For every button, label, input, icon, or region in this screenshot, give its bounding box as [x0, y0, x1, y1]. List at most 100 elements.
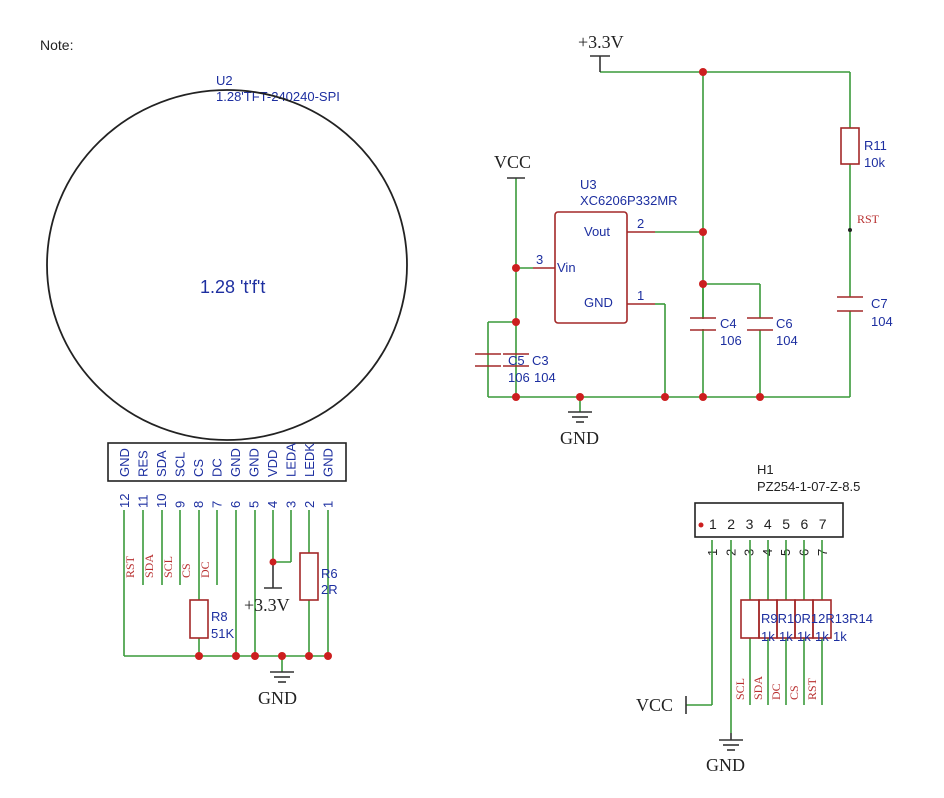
h1-pin-number: 1 — [709, 516, 717, 532]
h1-ref: H1 — [757, 462, 774, 477]
net-label-scl: SCL — [161, 556, 175, 578]
h1-pin-number: 5 — [782, 516, 790, 532]
u2-pin-name: SCL — [173, 452, 188, 477]
r11-ref: R11 — [864, 138, 887, 153]
u3-pin-vout: Vout — [584, 224, 610, 239]
u2-pin-number: 6 — [228, 501, 243, 508]
u2-net-labels: RST SDA SCL CS DC — [123, 554, 212, 578]
u2-pin-name: LEDK — [302, 443, 317, 477]
c7-ref: C7 — [871, 296, 888, 311]
u2-ref: U2 — [216, 73, 233, 88]
net-label-cs: CS — [179, 563, 193, 578]
h1-net-scl: SCL — [733, 678, 747, 700]
u2-pin-name: GND — [228, 448, 243, 477]
u3-pin-vin: Vin — [557, 260, 576, 275]
top-v33-symbol: +3.3V — [578, 32, 624, 72]
r8-ref: R8 — [211, 609, 228, 624]
r11-resistor: R11 10k — [840, 127, 887, 170]
u2-pin-number: 1 — [321, 501, 336, 508]
h1-gnd-symbol: GND — [706, 733, 745, 775]
h1-wiring — [686, 540, 823, 733]
u2-gnd-label: GND — [258, 688, 297, 708]
h1-pin-number: 7 — [819, 516, 827, 532]
c5-ref: C5 — [508, 353, 525, 368]
u2-v33-label: +3.3V — [244, 595, 290, 615]
top-vcc-symbol: VCC — [494, 152, 531, 179]
rpack-value-0: 1k — [761, 629, 775, 644]
rpack-value-3: 1k — [815, 629, 829, 644]
h1-vcc-label: VCC — [636, 695, 673, 715]
top-vcc-label: VCC — [494, 152, 531, 172]
u2-pin-number: 8 — [191, 501, 206, 508]
u2-pin-name: RES — [136, 450, 151, 477]
rpack-refs: R9R10R12R13R14 — [761, 611, 873, 626]
u2-gnd-symbol: GND — [258, 671, 297, 708]
u3-pin-num-vin: 3 — [536, 252, 543, 267]
u2-pin-name: DC — [210, 458, 225, 477]
h1-vcc-symbol: VCC — [636, 695, 687, 715]
u2-pin-number: 12 — [117, 494, 132, 508]
u2-pin-number: 4 — [265, 501, 280, 508]
u2-pin-number: 9 — [173, 501, 188, 508]
u2-junctions — [195, 558, 332, 660]
note-label: Note: — [40, 37, 73, 53]
h1-pin-number-below: 3 — [742, 549, 757, 556]
u2-pin-name: GND — [117, 448, 132, 477]
u2-v33-symbol: +3.3V — [244, 562, 290, 615]
u2-pin-name: GND — [321, 448, 336, 477]
u2-pin-name: SDA — [154, 450, 169, 477]
u3-regulator: U3 XC6206P332MR Vout Vin GND 2 3 1 — [533, 177, 678, 324]
c3-ref: C3 — [532, 353, 549, 368]
u2-pin-name: CS — [191, 459, 206, 477]
net-label-sda: SDA — [142, 554, 156, 578]
h1-net-rst: RST — [805, 677, 819, 700]
c4-ref: C4 — [720, 316, 737, 331]
u2-pin-group: GND12RES11SDA10SCL9CS8DC7GND6GND5VDD4LED… — [117, 443, 336, 508]
u3-pin-num-vout: 2 — [637, 216, 644, 231]
h1-value: PZ254-1-07-Z-8.5 — [757, 479, 860, 494]
u3-pin-gnd: GND — [584, 295, 613, 310]
top-v33-label: +3.3V — [578, 32, 624, 52]
h1-body — [694, 502, 844, 538]
h1-pin-number: 3 — [746, 516, 754, 532]
rst-net-label: RST — [857, 212, 880, 226]
h1-pin-number: 6 — [801, 516, 809, 532]
net-label-dc: DC — [198, 561, 212, 578]
rpack-value-2: 1k — [797, 629, 811, 644]
r8-resistor: R8 51K — [189, 599, 234, 641]
c6-capacitor: C6 104 — [747, 316, 798, 348]
c5-c3-capacitors: C5 C3 106 104 — [475, 353, 556, 385]
net-label-rst: RST — [123, 555, 137, 578]
u3-gnd-label: GND — [560, 428, 599, 448]
u2-pin-number: 5 — [247, 501, 262, 508]
h1-gnd-label: GND — [706, 755, 745, 775]
u2-pin-name: VDD — [265, 450, 280, 477]
u2-wiring — [123, 510, 329, 672]
u3-value: XC6206P332MR — [580, 193, 678, 208]
u3-pin-num-gnd: 1 — [637, 288, 644, 303]
c7-capacitor: C7 104 — [837, 296, 893, 329]
c4-capacitor: C4 106 — [690, 316, 742, 348]
u2-pin-number: 3 — [284, 501, 299, 508]
rpack-value-1: 1k — [779, 629, 793, 644]
u2-pin-number: 2 — [302, 501, 317, 508]
r6-value: 2R — [321, 582, 338, 597]
h1-net-labels: SCL SDA DC CS RST — [733, 676, 819, 700]
resistor-pack: R9R10R12R13R14 1k 1k 1k 1k 1k — [740, 599, 873, 644]
rpack-value-4: 1k — [833, 629, 847, 644]
h1-net-sda: SDA — [751, 676, 765, 700]
c5-value: 106 — [508, 370, 530, 385]
u2-display: U2 1.28'TFT-240240-SPI 1.28 't'f't GND12… — [46, 73, 408, 508]
u3-ref: U3 — [580, 177, 597, 192]
h1-net-cs: CS — [787, 685, 801, 700]
c6-ref: C6 — [776, 316, 793, 331]
u2-pin-number: 7 — [210, 501, 225, 508]
u2-pin-header — [107, 442, 347, 482]
u2-pin-name: LEDA — [284, 443, 299, 477]
r6-ref: R6 — [321, 566, 338, 581]
u2-pin-number: 11 — [136, 495, 151, 509]
c3-value: 104 — [534, 370, 556, 385]
c6-value: 104 — [776, 333, 798, 348]
